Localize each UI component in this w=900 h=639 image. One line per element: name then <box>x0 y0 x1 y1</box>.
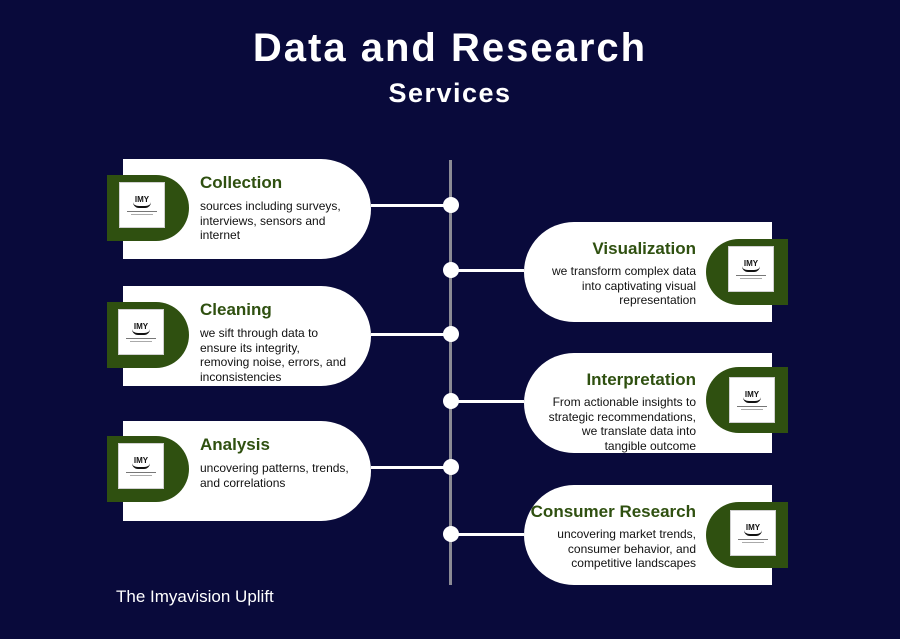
logo-mark: IMY <box>131 322 151 335</box>
timeline-node-cleaning <box>443 326 459 342</box>
connector-collection <box>371 204 450 207</box>
card-description: we sift through data to ensure its integ… <box>200 326 347 384</box>
logo-line <box>740 277 762 279</box>
logo-line <box>738 538 768 540</box>
page-title: Data and Research <box>252 26 648 70</box>
card-title: Cleaning <box>200 300 272 319</box>
connector-cleaning <box>371 333 450 336</box>
page-subtitle: Services <box>388 78 512 108</box>
card-description: From actionable insights to strategic re… <box>548 395 696 453</box>
card-description: uncovering market trends, consumer behav… <box>557 527 696 570</box>
card-title: Interpretation <box>586 370 696 389</box>
card-description: we transform complex data into captivati… <box>551 264 696 307</box>
timeline-node-consumer-research <box>443 526 459 542</box>
logo-line <box>126 471 156 473</box>
card-title: Consumer Research <box>530 502 696 521</box>
company-logo: IMY <box>730 510 776 556</box>
logo-line <box>130 340 152 342</box>
connector-visualization <box>451 269 524 272</box>
connector-interpretation <box>451 400 524 403</box>
company-logo: IMY <box>119 182 165 228</box>
timeline-node-visualization <box>443 262 459 278</box>
connector-consumer-research <box>451 533 524 536</box>
logo-line <box>736 274 766 276</box>
company-logo: IMY <box>729 377 775 423</box>
card-description: sources including surveys, interviews, s… <box>200 199 341 242</box>
company-logo: IMY <box>118 443 164 489</box>
logo-line <box>131 213 153 215</box>
card-title: Analysis <box>200 435 270 454</box>
timeline-node-analysis <box>443 459 459 475</box>
timeline-node-interpretation <box>443 393 459 409</box>
card-description: uncovering patterns, trends, and correla… <box>200 461 349 490</box>
company-logo: IMY <box>728 246 774 292</box>
logo-line <box>127 210 157 212</box>
timeline-node-collection <box>443 197 459 213</box>
logo-mark: IMY <box>132 195 152 208</box>
logo-mark: IMY <box>131 456 151 469</box>
logo-mark: IMY <box>741 259 761 272</box>
footer-brand: The Imyavision Uplift <box>116 587 274 606</box>
connector-analysis <box>371 466 450 469</box>
card-title: Collection <box>200 173 283 192</box>
company-logo: IMY <box>118 309 164 355</box>
card-visualization: Visualization we transform complex data … <box>524 222 772 322</box>
card-title: Visualization <box>592 239 696 258</box>
logo-line <box>741 408 763 410</box>
logo-line <box>130 474 152 476</box>
logo-line <box>737 405 767 407</box>
timeline-line <box>449 160 452 585</box>
logo-mark: IMY <box>743 523 763 536</box>
logo-line <box>742 541 764 543</box>
card-consumer-research: Consumer Research uncovering market tren… <box>524 485 772 585</box>
logo-mark: IMY <box>742 390 762 403</box>
logo-line <box>126 337 156 339</box>
